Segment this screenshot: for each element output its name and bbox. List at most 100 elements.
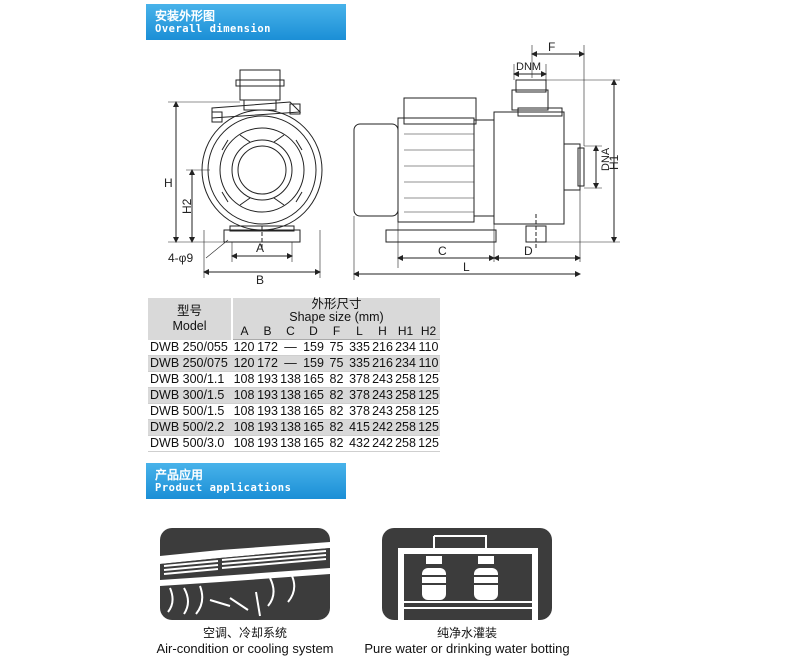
model-cell: DWB 500/2.2: [148, 419, 232, 436]
shape-header: 外形尺寸 Shape size (mm): [232, 298, 440, 324]
side-view: [353, 45, 620, 280]
value-cell: 120: [232, 339, 256, 356]
water-bottling-icon: [398, 535, 538, 620]
value-cell: 82: [325, 403, 348, 420]
section-title-cn: 产品应用: [155, 468, 204, 482]
dim-label-b: B: [256, 273, 264, 287]
value-cell: 193: [256, 419, 279, 436]
dim-label-hole: 4-φ9: [168, 251, 193, 265]
section-banner-dimension: 安装外形图 Overall dimension: [146, 4, 346, 40]
value-cell: 120: [232, 355, 256, 372]
value-cell: 193: [256, 435, 279, 452]
dim-label-h2: H2: [180, 198, 194, 214]
value-cell: 75: [325, 355, 348, 372]
model-header-cn: 型号: [176, 303, 202, 318]
value-cell: 138: [279, 403, 302, 420]
value-cell: 82: [325, 387, 348, 404]
column-header-f: F: [325, 324, 348, 340]
app-label-cooling: 空调、冷却系统 Air-condition or cooling system: [140, 624, 350, 656]
value-cell: 193: [256, 403, 279, 420]
section-title-en: Product applications: [155, 482, 292, 494]
value-cell: 110: [417, 339, 440, 356]
value-cell: 432: [348, 435, 371, 452]
model-cell: DWB 500/3.0: [148, 435, 232, 452]
value-cell: 125: [417, 387, 440, 404]
value-cell: 234: [394, 355, 417, 372]
section-banner-applications: 产品应用 Product applications: [146, 463, 346, 499]
dim-label-h: H: [164, 176, 173, 190]
value-cell: 193: [256, 387, 279, 404]
value-cell: 125: [417, 419, 440, 436]
app-card-bottling: [382, 528, 552, 620]
value-cell: 378: [348, 403, 371, 420]
app-card-cooling: [160, 528, 330, 620]
column-header-h2: H2: [417, 324, 440, 340]
value-cell: 75: [325, 339, 348, 356]
value-cell: 243: [371, 371, 394, 388]
value-cell: 242: [371, 435, 394, 452]
value-cell: 258: [394, 387, 417, 404]
value-cell: 234: [394, 339, 417, 356]
column-header-c: C: [279, 324, 302, 340]
model-cell: DWB 250/055: [148, 339, 232, 356]
value-cell: 125: [417, 435, 440, 452]
value-cell: 82: [325, 435, 348, 452]
value-cell: 335: [348, 339, 371, 356]
value-cell: 258: [394, 371, 417, 388]
shape-header-cn: 外形尺寸: [311, 297, 362, 311]
dim-label-f: F: [548, 40, 555, 54]
model-cell: DWB 300/1.1: [148, 371, 232, 388]
dim-label-a: A: [256, 241, 264, 255]
value-cell: 258: [394, 435, 417, 452]
value-cell: 138: [279, 435, 302, 452]
model-header-en: Model: [172, 318, 207, 333]
value-cell: —: [279, 339, 302, 356]
value-cell: 165: [302, 403, 325, 420]
app-label-cn: 纯净水灌装: [436, 626, 497, 640]
value-cell: 138: [279, 371, 302, 388]
value-cell: 242: [371, 419, 394, 436]
value-cell: 193: [256, 371, 279, 388]
value-cell: 138: [279, 419, 302, 436]
value-cell: 108: [232, 387, 256, 404]
column-header-h: H: [371, 324, 394, 340]
value-cell: 165: [302, 387, 325, 404]
value-cell: 243: [371, 403, 394, 420]
value-cell: 82: [325, 371, 348, 388]
value-cell: 108: [232, 419, 256, 436]
shape-header-en: Shape size (mm): [289, 310, 384, 324]
value-cell: 172: [256, 339, 279, 356]
dim-label-dna: DNA: [600, 147, 612, 171]
column-header-b: B: [256, 324, 279, 340]
value-cell: 125: [417, 371, 440, 388]
dimension-drawing: H H2 A B 4-φ9: [164, 40, 621, 287]
value-cell: 159: [302, 339, 325, 356]
value-cell: 378: [348, 371, 371, 388]
app-label-en: Air-condition or cooling system: [156, 641, 334, 656]
dim-label-d: D: [524, 244, 533, 258]
value-cell: 138: [279, 387, 302, 404]
value-cell: 108: [232, 435, 256, 452]
value-cell: 415: [348, 419, 371, 436]
model-cell: DWB 250/075: [148, 355, 232, 372]
model-cell: DWB 500/1.5: [148, 403, 232, 420]
column-header-a: A: [232, 324, 256, 340]
value-cell: 335: [348, 355, 371, 372]
value-cell: 216: [371, 355, 394, 372]
model-header: 型号 Model: [148, 298, 233, 340]
value-cell: 82: [325, 419, 348, 436]
value-cell: 159: [302, 355, 325, 372]
value-cell: 378: [348, 387, 371, 404]
app-label-en: Pure water or drinking water botting: [364, 641, 570, 656]
dim-label-c: C: [438, 244, 447, 258]
value-cell: 243: [371, 387, 394, 404]
